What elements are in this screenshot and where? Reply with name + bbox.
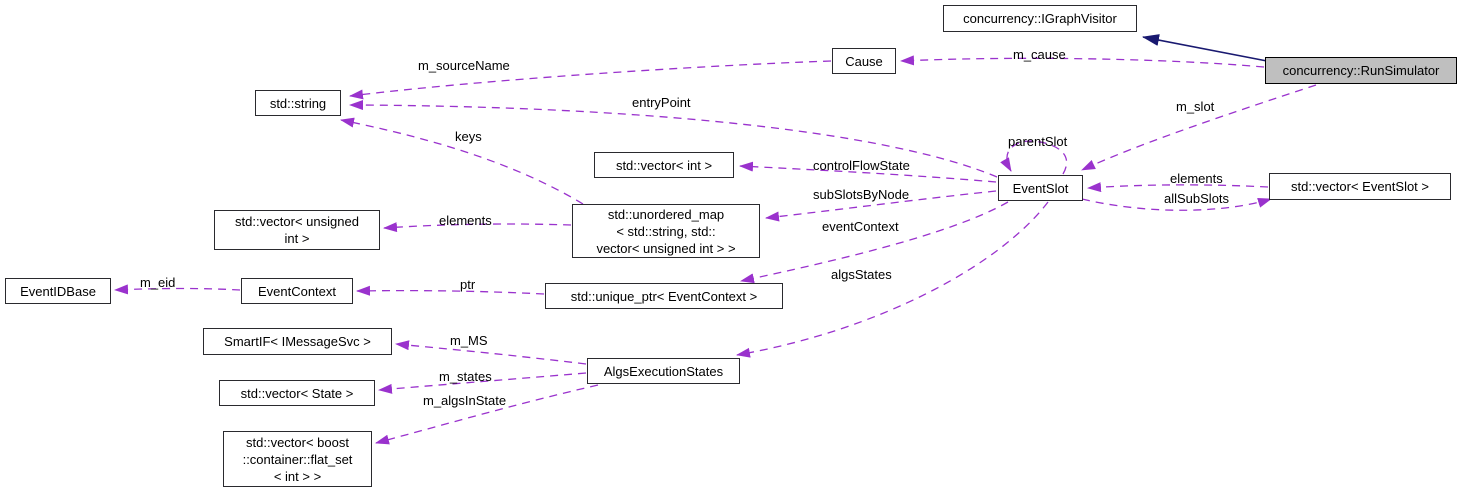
edge-label-m-states: m_states: [439, 369, 492, 384]
edge-m-slot: [1081, 84, 1317, 171]
edge-label-ptr: ptr: [460, 277, 476, 292]
edge-label-elements-right: elements: [1170, 171, 1223, 186]
node-std-vector-state: std::vector< State >: [219, 380, 375, 406]
edge-label-control-flow-state: controlFlowState: [813, 158, 910, 173]
edge-ptr: [356, 285, 545, 296]
edge-parent-slot-self-loop: [1000, 140, 1067, 175]
edge-label-m-ms: m_MS: [450, 333, 488, 348]
edge-algs-states: [736, 201, 1049, 358]
edge-label-keys: keys: [455, 129, 482, 144]
edge-label-parent-slot: parentSlot: [1008, 134, 1068, 149]
edge-m-algs-in-state: [375, 384, 599, 445]
edge-label-m-algs-in-state: m_algsInState: [423, 393, 507, 408]
node-std-string: std::string: [255, 90, 341, 116]
node-concurrency-runsimulator[interactable]: concurrency::RunSimulator: [1265, 57, 1457, 84]
edge-label-elements-left: elements: [439, 213, 492, 228]
edge-label-m-source-name: m_sourceName: [418, 58, 510, 73]
edge-label-m-eid: m_eid: [140, 275, 176, 290]
edge-event-context: [740, 201, 1009, 284]
node-std-unique-ptr-eventcontext: std::unique_ptr< EventContext >: [545, 283, 783, 309]
edge-label-entry-point: entryPoint: [632, 95, 691, 110]
node-eventslot[interactable]: EventSlot: [998, 175, 1083, 201]
node-std-vector-eventslot: std::vector< EventSlot >: [1269, 173, 1451, 200]
node-std-unordered-map: std::unordered_map < std::string, std:: …: [572, 204, 760, 258]
edge-m-ms: [395, 340, 587, 365]
edge-elements-eventslot: [1087, 182, 1269, 193]
node-smartif-imessagesvc[interactable]: SmartIF< IMessageSvc >: [203, 328, 392, 355]
edge-m-source-name: [349, 60, 832, 100]
edge-keys: [340, 117, 584, 205]
edge-entry-point: [349, 100, 998, 178]
node-std-vector-int: std::vector< int >: [594, 152, 734, 178]
node-eventcontext[interactable]: EventContext: [241, 278, 353, 304]
edge-m-cause: [900, 55, 1265, 68]
node-std-vector-boost-flat-set: std::vector< boost ::container::flat_set…: [223, 431, 372, 487]
node-cause[interactable]: Cause: [832, 48, 896, 74]
edge-m-eid: [114, 284, 241, 295]
edge-label-event-context: eventContext: [822, 219, 899, 234]
edge-m-states: [378, 372, 587, 394]
node-concurrency-igraphvisitor[interactable]: concurrency::IGraphVisitor: [943, 5, 1137, 32]
edge-sub-slots-by-node: [765, 190, 997, 222]
edge-inheritance-runsimulator-igraphvisitor: [1142, 34, 1268, 62]
edge-label-m-slot: m_slot: [1176, 99, 1215, 114]
node-algsexecutionstates[interactable]: AlgsExecutionStates: [587, 358, 740, 384]
edge-control-flow-state: [739, 161, 997, 183]
edge-label-m-cause: m_cause: [1013, 47, 1066, 62]
edge-label-all-sub-slots: allSubSlots: [1164, 191, 1230, 206]
edge-label-sub-slots-by-node: subSlotsByNode: [813, 187, 910, 202]
node-eventidbase[interactable]: EventIDBase: [5, 278, 111, 304]
node-std-vector-unsigned-int: std::vector< unsigned int >: [214, 210, 380, 250]
edge-label-algs-states: algsStates: [831, 267, 892, 282]
edge-all-sub-slots: [1081, 197, 1272, 211]
